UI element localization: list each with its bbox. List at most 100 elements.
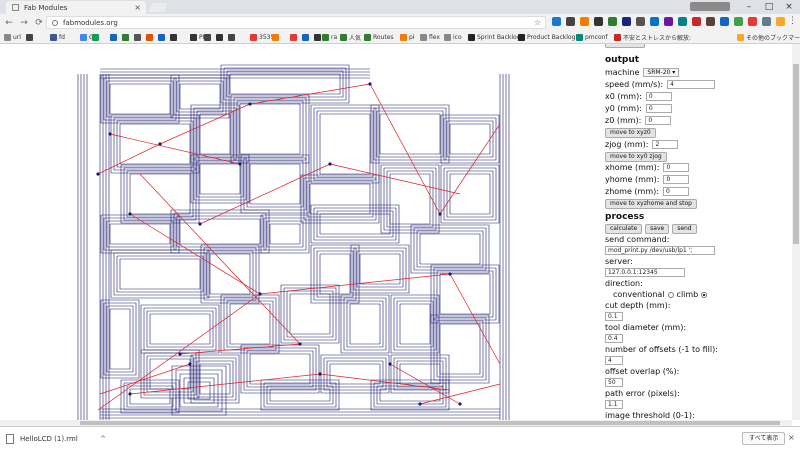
cut-depth-input[interactable]: 0.1 xyxy=(605,312,623,321)
toolpath-trace xyxy=(126,385,174,408)
bookmark-item[interactable]: pmconf xyxy=(576,32,608,43)
bookmark-star-icon[interactable]: ☆ xyxy=(533,18,541,27)
toolpath-trace xyxy=(116,255,204,293)
yhome-input[interactable]: 0 xyxy=(663,175,690,184)
move-to-xy0-zjog-button[interactable]: move to xy0 zjog xyxy=(605,152,667,162)
bookmark-item[interactable] xyxy=(158,32,167,43)
bookmark-item[interactable] xyxy=(290,32,299,43)
info-icon[interactable] xyxy=(52,19,58,26)
bookmark-item[interactable]: 不安とストレスから解放: xyxy=(614,32,691,43)
reload-icon[interactable]: ⟳ xyxy=(35,17,43,28)
new-tab-button[interactable] xyxy=(148,3,168,12)
bookmark-item[interactable] xyxy=(272,32,281,43)
bookmark-item[interactable] xyxy=(122,32,131,43)
extension-icon[interactable] xyxy=(748,17,757,26)
bookmark-item[interactable]: G xyxy=(80,32,94,43)
move-to-xyz0-button[interactable]: move to xyz0 xyxy=(605,128,656,138)
bookmark-item[interactable]: その他のブックマーク xyxy=(737,32,800,43)
menu-icon[interactable]: ⋮ xyxy=(788,16,797,26)
bookmark-item[interactable]: ico xyxy=(444,32,462,43)
save-button[interactable]: save xyxy=(645,224,670,234)
extension-icon[interactable] xyxy=(622,17,631,26)
bookmark-item[interactable]: ra xyxy=(322,32,337,43)
partial-button[interactable] xyxy=(605,44,645,48)
bookmark-item[interactable]: PR xyxy=(190,32,207,43)
xhome-input[interactable]: 0 xyxy=(663,163,690,172)
forward-icon[interactable]: → xyxy=(20,17,28,28)
extension-icon[interactable] xyxy=(566,17,575,26)
horizontal-scroll-thumb[interactable] xyxy=(80,421,780,425)
download-item[interactable]: HelloLCD (1).rml ^ xyxy=(6,431,106,447)
zhome-input[interactable]: 0 xyxy=(662,187,689,196)
extension-icon[interactable] xyxy=(608,17,617,26)
vertical-scrollbar[interactable] xyxy=(792,44,800,420)
bookmark-item[interactable] xyxy=(26,32,35,43)
bookmark-item[interactable]: url xyxy=(4,32,21,43)
path-error-input[interactable]: 1.1 xyxy=(605,400,623,409)
extension-icon[interactable] xyxy=(594,17,603,26)
bookmark-item[interactable] xyxy=(170,32,179,43)
send-command-input[interactable]: mod_print.py /dev/usb/lp1 '; xyxy=(605,246,715,255)
offsets-input[interactable]: 4 xyxy=(605,356,623,365)
climb-radio[interactable] xyxy=(701,291,708,298)
extension-icon[interactable] xyxy=(636,17,645,26)
toolpath-node xyxy=(198,222,202,226)
move-to-xyzhome-stop-button[interactable]: move to xyzhome and stop xyxy=(605,199,697,209)
calculate-button[interactable]: calculate xyxy=(605,224,643,234)
vertical-scroll-thumb[interactable] xyxy=(793,64,799,244)
bookmark-item[interactable]: flex xyxy=(420,32,440,43)
x0-input[interactable]: 0 xyxy=(645,92,672,101)
speed-input[interactable]: 4 xyxy=(667,80,716,89)
server-input[interactable]: 127.0.0.1:12345 xyxy=(605,268,685,277)
chevron-up-icon[interactable]: ^ xyxy=(100,435,106,443)
bookmark-item[interactable]: pi xyxy=(400,32,414,43)
extension-icon[interactable] xyxy=(692,17,701,26)
extension-icon[interactable] xyxy=(762,17,771,26)
conventional-radio[interactable] xyxy=(667,291,674,298)
bookmark-item[interactable] xyxy=(146,32,155,43)
minimize-icon[interactable]: – xyxy=(746,2,752,12)
bookmark-item[interactable] xyxy=(110,32,119,43)
window-close-icon[interactable]: × xyxy=(785,2,793,12)
profile-badge[interactable] xyxy=(690,2,730,11)
bookmark-item[interactable] xyxy=(204,32,213,43)
close-download-bar-icon[interactable]: × xyxy=(788,433,795,442)
back-icon[interactable]: ← xyxy=(5,17,13,28)
toolpath-preview[interactable] xyxy=(0,44,600,420)
horizontal-scrollbar[interactable] xyxy=(0,420,792,426)
bookmark-item[interactable] xyxy=(228,32,237,43)
extension-icon[interactable] xyxy=(552,17,561,26)
extension-icon[interactable] xyxy=(664,17,673,26)
z0-input[interactable]: 0 xyxy=(645,116,672,125)
bookmark-item[interactable]: Sprint Backlog xyxy=(468,32,521,43)
extension-icon[interactable] xyxy=(734,17,743,26)
tab-fab-modules[interactable]: Fab Modules × xyxy=(6,1,146,14)
extension-icon[interactable] xyxy=(580,17,589,26)
show-all-button[interactable]: すべて表示 xyxy=(742,432,786,445)
bookmark-item[interactable]: Product Backlog xyxy=(518,32,575,43)
y0-input[interactable]: 0 xyxy=(645,104,672,113)
toolpath-trace xyxy=(183,377,215,404)
extension-icon[interactable] xyxy=(720,17,729,26)
maximize-icon[interactable]: □ xyxy=(764,2,774,12)
bookmark-item[interactable]: Routes xyxy=(364,32,394,43)
zjog-input[interactable]: 2 xyxy=(652,140,679,149)
address-bar[interactable]: fabmodules.org ☆ xyxy=(46,16,546,29)
close-tab-icon[interactable]: × xyxy=(134,3,141,12)
bookmark-item[interactable]: fd xyxy=(50,32,65,43)
extension-icon[interactable] xyxy=(776,17,785,26)
bookmark-item[interactable] xyxy=(134,32,143,43)
bookmark-item[interactable]: 3535 xyxy=(250,32,274,43)
overlap-input[interactable]: 50 xyxy=(605,378,623,387)
bookmark-item[interactable] xyxy=(92,32,101,43)
bookmark-item[interactable] xyxy=(302,32,311,43)
tool-diameter-input[interactable]: 0.4 xyxy=(605,334,623,343)
extension-icon[interactable] xyxy=(650,17,659,26)
extension-icon[interactable] xyxy=(678,17,687,26)
bookmark-item[interactable] xyxy=(314,32,323,43)
send-button[interactable]: send xyxy=(672,224,697,234)
bookmark-item[interactable] xyxy=(216,32,225,43)
bookmark-item[interactable]: 人気 xyxy=(340,32,361,43)
extension-icon[interactable] xyxy=(706,17,715,26)
machine-select[interactable]: SRM-20 ▾ xyxy=(643,68,680,77)
